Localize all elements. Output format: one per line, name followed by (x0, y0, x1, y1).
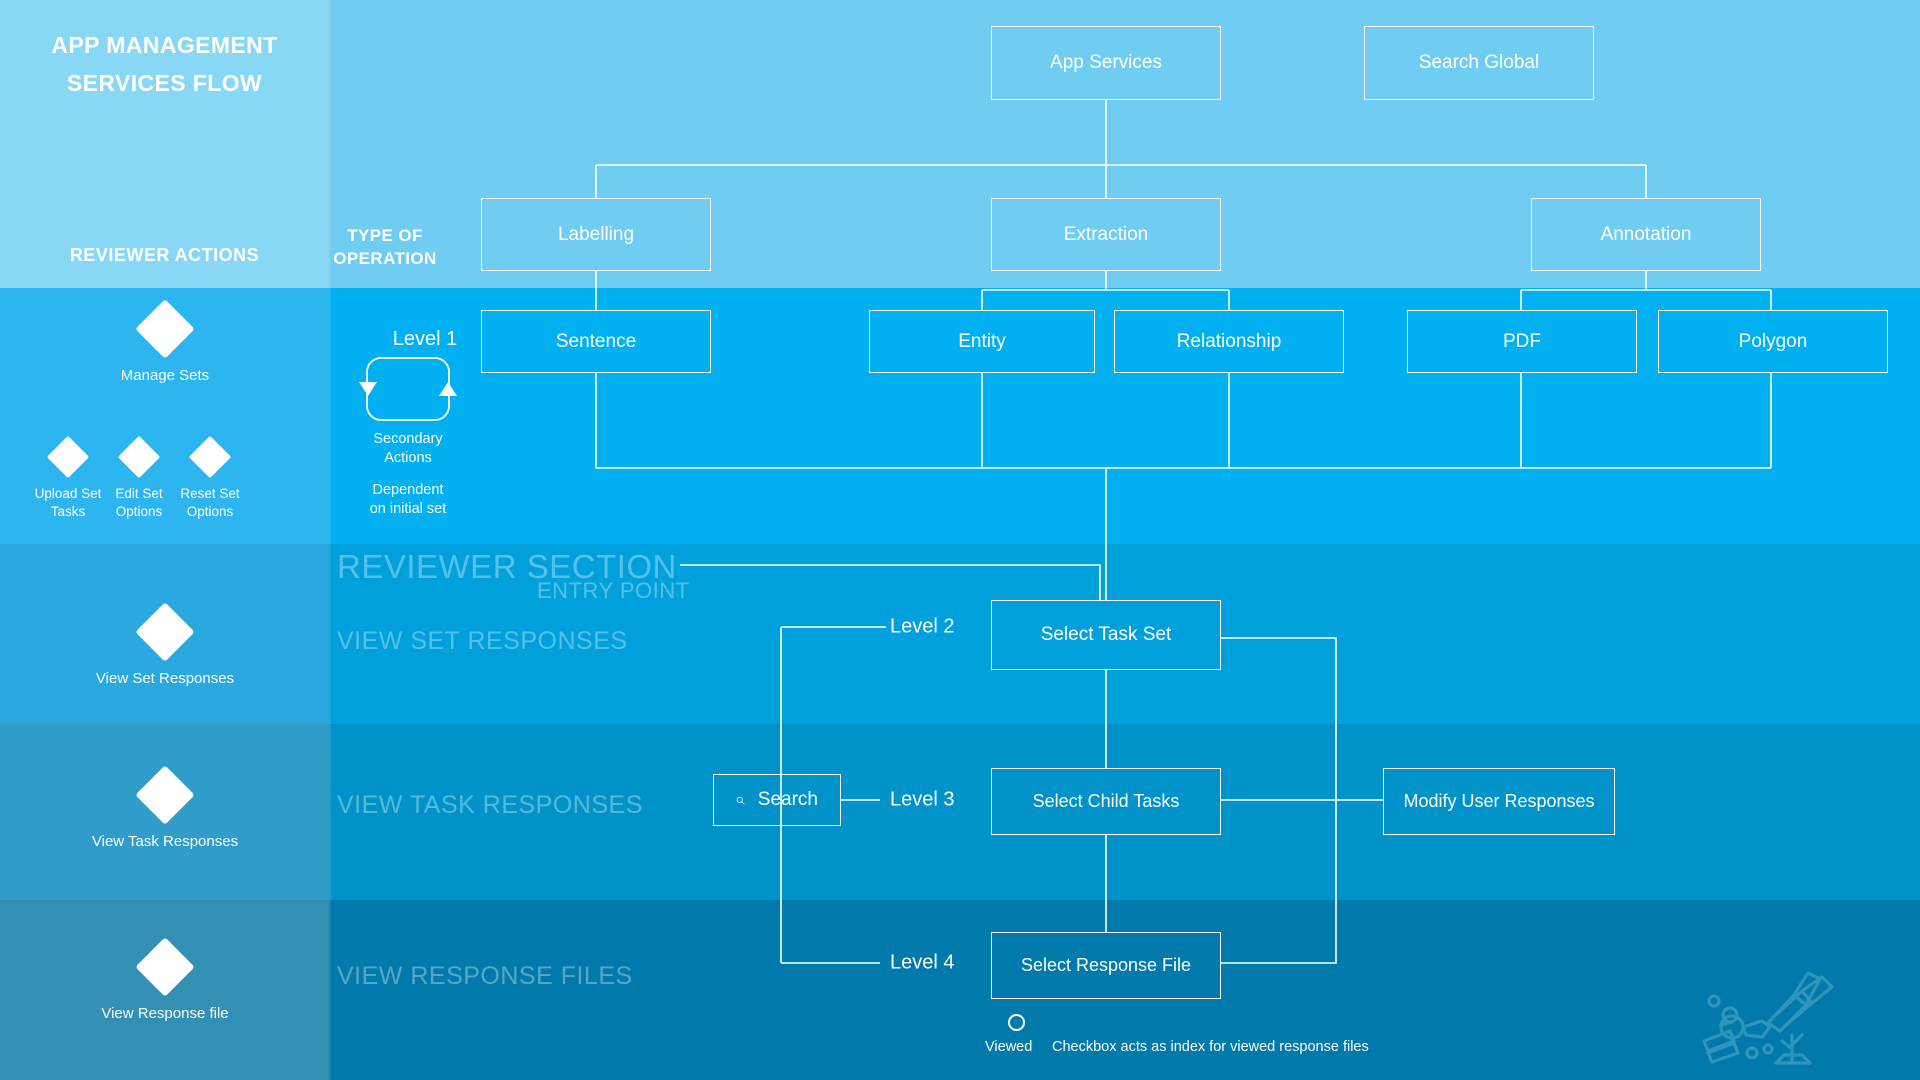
node-label: Relationship (1176, 330, 1282, 352)
level3-label: Level 3 (890, 788, 955, 811)
page-title: APP MANAGEMENT SERVICES FLOW (0, 26, 329, 102)
sidebar-item-label: View Response file (101, 1005, 229, 1022)
node-label: Modify User Responses (1403, 791, 1595, 811)
sidebar-item-label: Edit Set Options (115, 486, 163, 519)
node-label: Extraction (1063, 223, 1149, 245)
viewed-checkbox-label: Viewed (985, 1039, 1033, 1055)
level2-label: Level 2 (890, 615, 955, 638)
node-label: Polygon (1738, 330, 1808, 352)
sidebar-item-label: View Set Responses (95, 670, 235, 687)
ghost-band-view-task-responses: VIEW TASK RESPONSES (337, 791, 643, 819)
node-label: Select Task Set (1040, 624, 1172, 645)
search-label: Search (757, 789, 818, 810)
diamond-icon (59, 299, 271, 359)
node-label: Select Response File (1020, 955, 1192, 975)
node-pdf[interactable]: PDF (1407, 310, 1637, 373)
secondary-actions-label: Secondary Actions (373, 431, 443, 466)
node-select-task-set[interactable]: Select Task Set (991, 600, 1221, 670)
page-title-line2: SERVICES FLOW (66, 70, 263, 96)
node-modify-user-responses[interactable]: Modify User Responses (1383, 768, 1615, 835)
node-annotation[interactable]: Annotation (1531, 198, 1761, 271)
node-entity[interactable]: Entity (869, 310, 1095, 373)
node-label: PDF (1503, 330, 1541, 352)
sidebar-item-manage-sets[interactable]: Manage Sets (59, 299, 271, 386)
diamond-icon (34, 765, 296, 825)
viewed-checkbox[interactable] (1008, 1014, 1025, 1031)
ghost-band-view-response-files: VIEW RESPONSE FILES (337, 962, 633, 990)
node-label: Select Child Tasks (1032, 791, 1180, 811)
node-extraction[interactable]: Extraction (991, 198, 1221, 271)
entry-point-label: ENTRY POINT (537, 578, 690, 603)
ghost-band-view-set-responses: VIEW SET RESPONSES (337, 627, 628, 655)
page-title-line1: APP MANAGEMENT (51, 32, 278, 58)
dependent-note: Dependent on initial set (369, 482, 447, 517)
node-label: App Services (1050, 52, 1162, 73)
node-label: Labelling (557, 223, 635, 245)
diamond-icon (152, 435, 268, 479)
level4-label: Level 4 (890, 951, 955, 974)
sidebar-item-edit-set-options[interactable]: Edit Set Options (81, 435, 197, 521)
sidebar-item-reset-set-options[interactable]: Reset Set Options (152, 435, 268, 521)
sidebar-divider (329, 0, 331, 1080)
diamond-icon (34, 602, 296, 662)
search-icon (736, 796, 745, 805)
sidebar-item-label: Reset Set Options (180, 486, 240, 519)
reviewer-section-title: REVIEWER SECTION (337, 548, 677, 585)
search-input[interactable]: Search (713, 774, 841, 826)
level1-label: Level 1 (392, 328, 458, 350)
node-labelling[interactable]: Labelling (481, 198, 711, 271)
sidebar-item-upload-set-tasks[interactable]: Upload Set Tasks (10, 435, 126, 521)
node-label: Entity (958, 330, 1006, 352)
sidebar-item-label: Manage Sets (120, 367, 210, 384)
node-relationship[interactable]: Relationship (1114, 310, 1344, 373)
sidebar-item-view-response-file[interactable]: View Response file (34, 937, 296, 1024)
node-label: Annotation (1600, 223, 1692, 245)
diamond-icon (34, 937, 296, 997)
sidebar-band-0 (0, 0, 329, 288)
node-label: Sentence (555, 330, 637, 352)
node-search-global[interactable]: Search Global (1364, 26, 1594, 100)
secondary-actions-loop-icon (359, 357, 457, 421)
sidebar-section-reviewer-actions: REVIEWER ACTIONS (69, 245, 260, 265)
node-sentence[interactable]: Sentence (481, 310, 711, 373)
sidebar-item-label: View Task Responses (91, 833, 239, 850)
sidebar: APP MANAGEMENT SERVICES FLOW REVIEWER AC… (0, 0, 329, 1080)
sidebar-item-view-set-responses[interactable]: View Set Responses (34, 602, 296, 689)
type-of-operation-label: TYPE OF OPERATION (333, 226, 437, 268)
node-label: Search Global (1418, 52, 1540, 73)
node-select-child-tasks[interactable]: Select Child Tasks (991, 768, 1221, 835)
sidebar-item-label: Upload Set Tasks (34, 486, 102, 519)
viewed-checkbox-note: Checkbox acts as index for viewed respon… (1052, 1039, 1369, 1055)
scuba-diver-icon (1702, 971, 1834, 1065)
sidebar-item-view-task-responses[interactable]: View Task Responses (34, 765, 296, 852)
node-polygon[interactable]: Polygon (1658, 310, 1888, 373)
node-select-response-file[interactable]: Select Response File (991, 932, 1221, 999)
node-app-services[interactable]: App Services (991, 26, 1221, 100)
